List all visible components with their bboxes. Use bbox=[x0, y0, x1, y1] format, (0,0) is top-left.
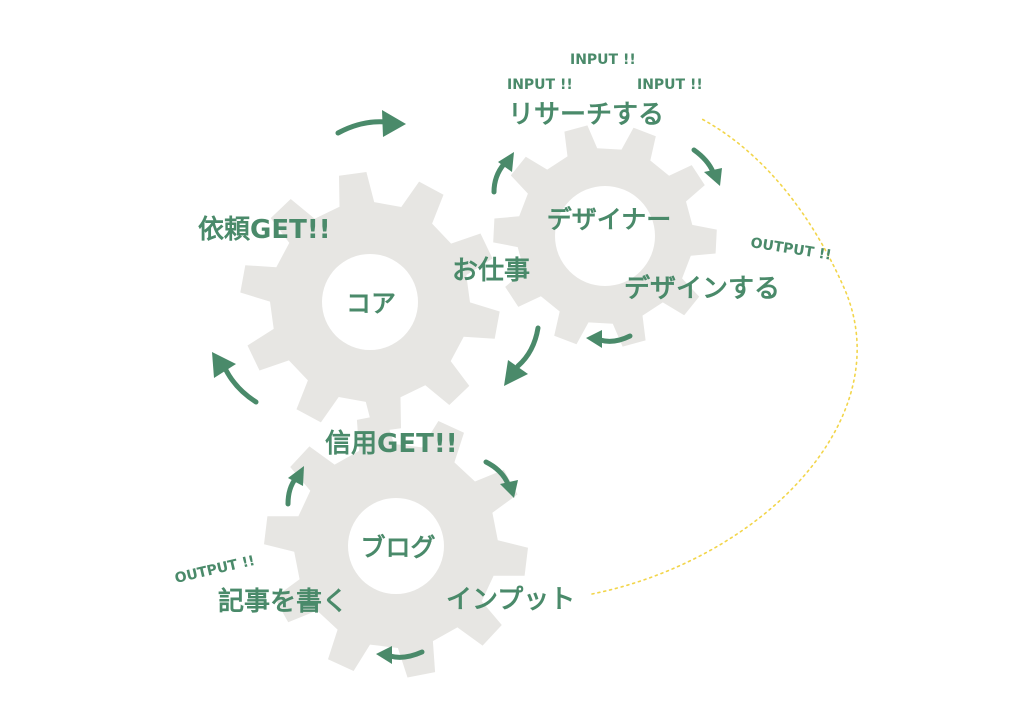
input-label: インプット bbox=[446, 585, 575, 615]
dotted-connector-line bbox=[591, 117, 858, 595]
work-label: お仕事 bbox=[452, 256, 530, 286]
output-tag-left: OUTPUT !! bbox=[173, 553, 256, 587]
designer-gear-hub bbox=[555, 186, 655, 286]
arrow-blog-bottom-left bbox=[376, 646, 425, 664]
input-tag-right: INPUT !! bbox=[637, 77, 703, 93]
design-label: デザインする bbox=[624, 273, 780, 304]
core-gear-label: コア bbox=[346, 289, 396, 318]
write-article-label: 記事を書く bbox=[218, 586, 348, 617]
arrow-designer-right-down bbox=[691, 147, 722, 186]
arrow-designer-left-up bbox=[491, 152, 514, 195]
arrow-designer-bottom-left bbox=[586, 330, 633, 348]
core-gear-hub bbox=[322, 254, 418, 350]
input-tag-top: INPUT !! bbox=[570, 52, 636, 68]
request-get-label: 依頼GET!! bbox=[198, 215, 331, 245]
designer-gear-label: デザイナー bbox=[547, 205, 672, 234]
research-label: リサーチする bbox=[508, 100, 664, 130]
arrow-left-up bbox=[212, 352, 259, 405]
arrow-work-down bbox=[504, 325, 541, 386]
arrow-blog-left-up bbox=[285, 466, 304, 507]
arrow-top-right bbox=[335, 110, 406, 137]
trust-get-label: 信用GET!! bbox=[325, 429, 458, 459]
input-tag-left: INPUT !! bbox=[507, 77, 573, 93]
blog-gear-hub bbox=[348, 498, 444, 594]
arrow-blog-right-down bbox=[483, 459, 518, 498]
blog-gear-label: ブログ bbox=[360, 533, 435, 562]
